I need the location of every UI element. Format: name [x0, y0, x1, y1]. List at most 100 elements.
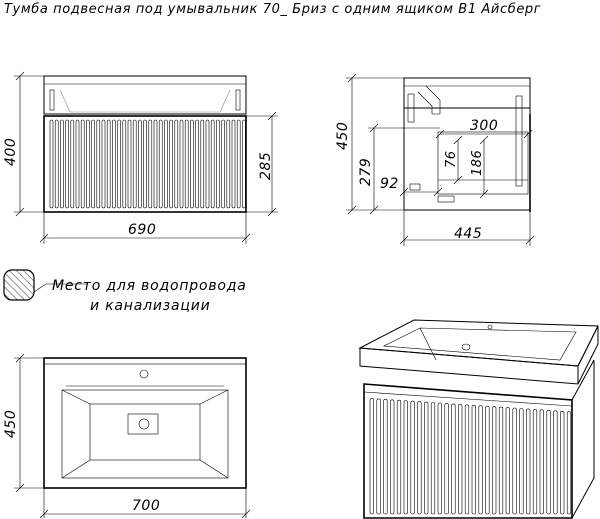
front-slat — [210, 119, 215, 209]
front-slat — [164, 119, 168, 209]
front-slat — [112, 119, 116, 209]
front-slat — [122, 119, 127, 209]
front-slat — [60, 119, 64, 209]
legend-hatch-swatch — [3, 269, 35, 301]
side-top-outline — [403, 77, 531, 109]
front-slat — [200, 119, 205, 209]
front-slat — [231, 119, 236, 209]
dim-side-inner-h2: 186 — [470, 135, 489, 199]
front-slat — [174, 119, 179, 209]
dim-76-label: 76 — [444, 150, 459, 168]
drain-cutout-icon — [127, 413, 159, 435]
iso-slat — [464, 404, 470, 515]
dim-400-label: 400 — [3, 138, 19, 166]
dim-445-label: 445 — [454, 226, 482, 242]
iso-slat — [546, 409, 551, 515]
dim-690-label: 690 — [128, 222, 156, 238]
iso-slat — [451, 403, 456, 515]
dim-side-inner-h1: 76 — [444, 135, 463, 185]
iso-slat — [505, 407, 510, 515]
front-slat — [226, 119, 231, 209]
iso-slat — [410, 400, 415, 515]
dim-450-side-label: 450 — [335, 122, 351, 150]
isometric-view — [358, 319, 599, 519]
dim-side-height-total: 450 — [335, 73, 404, 215]
iso-slat — [498, 406, 504, 515]
iso-slat — [430, 402, 436, 515]
front-slat — [236, 119, 241, 209]
front-slat — [242, 119, 246, 209]
iso-slat — [539, 409, 544, 515]
front-slat — [65, 119, 69, 209]
dim-top-width: 700 — [39, 488, 251, 519]
front-slat — [80, 119, 85, 209]
front-slat — [153, 119, 158, 209]
iso-slat — [553, 410, 558, 515]
drawing-title: Тумба подвесная под умывальник 70_ Бриз … — [4, 2, 541, 17]
front-slat — [179, 119, 184, 209]
iso-slat — [526, 408, 531, 515]
front-slat — [127, 119, 132, 209]
iso-slat — [512, 407, 517, 515]
dim-side-depth: 445 — [399, 210, 535, 246]
front-slat — [49, 119, 54, 209]
dim-front-drawer-height: 285 — [246, 111, 278, 217]
side-body-outline — [403, 77, 531, 211]
iso-slat — [403, 400, 408, 515]
front-slat — [221, 119, 225, 209]
front-slat — [96, 119, 101, 209]
front-slat — [148, 119, 153, 209]
dim-front-width: 690 — [39, 212, 251, 244]
dim-92-label: 92 — [380, 176, 399, 192]
iso-slat — [532, 409, 538, 515]
iso-slat — [437, 402, 442, 515]
legend-line1: Место для водопровода — [52, 278, 247, 294]
front-slat — [54, 119, 59, 209]
iso-basin-top — [358, 319, 599, 367]
top-view: 450 700 — [3, 353, 251, 519]
front-slat — [184, 119, 189, 209]
dim-300-label: 300 — [470, 118, 498, 134]
front-drawer-outline — [43, 115, 247, 213]
front-drawer-slats — [49, 119, 246, 209]
front-basin-outline — [43, 75, 247, 115]
top-outline — [43, 357, 247, 489]
dim-front-height-total: 400 — [3, 71, 44, 217]
front-slat — [169, 119, 173, 209]
faucet-hole-icon — [139, 369, 149, 379]
iso-slat — [560, 410, 565, 515]
front-slat — [86, 119, 90, 209]
front-slat — [106, 119, 111, 209]
dim-285-label: 285 — [258, 152, 274, 180]
iso-slat — [485, 405, 490, 515]
dim-side-height-lower: 279 — [358, 123, 440, 215]
front-slat — [205, 119, 210, 209]
front-slat — [143, 119, 147, 209]
front-slat — [216, 119, 220, 209]
iso-slat — [566, 411, 572, 515]
front-slat — [91, 119, 95, 209]
iso-slat — [369, 398, 374, 515]
dim-700-label: 700 — [132, 498, 160, 514]
iso-slat — [458, 404, 463, 515]
legend: Место для водопровода и канализации — [3, 269, 247, 314]
iso-slat — [417, 401, 422, 515]
front-slat — [101, 119, 106, 209]
iso-slat — [444, 403, 449, 515]
dim-279-label: 279 — [358, 158, 374, 186]
iso-slat — [519, 408, 524, 515]
iso-slat — [492, 406, 497, 515]
front-view: 400 285 690 — [3, 71, 278, 244]
front-slat — [190, 119, 194, 209]
iso-drawer-slats — [369, 398, 572, 515]
iso-slat — [471, 404, 476, 515]
iso-slat — [390, 399, 395, 515]
dim-top-depth: 450 — [3, 353, 44, 493]
side-view: 450 279 92 300 76 — [335, 73, 535, 246]
iso-faucet-hole-icon — [461, 343, 471, 351]
front-slat — [117, 119, 121, 209]
front-slat — [158, 119, 163, 209]
front-slat — [138, 119, 142, 209]
iso-slat — [478, 405, 483, 515]
